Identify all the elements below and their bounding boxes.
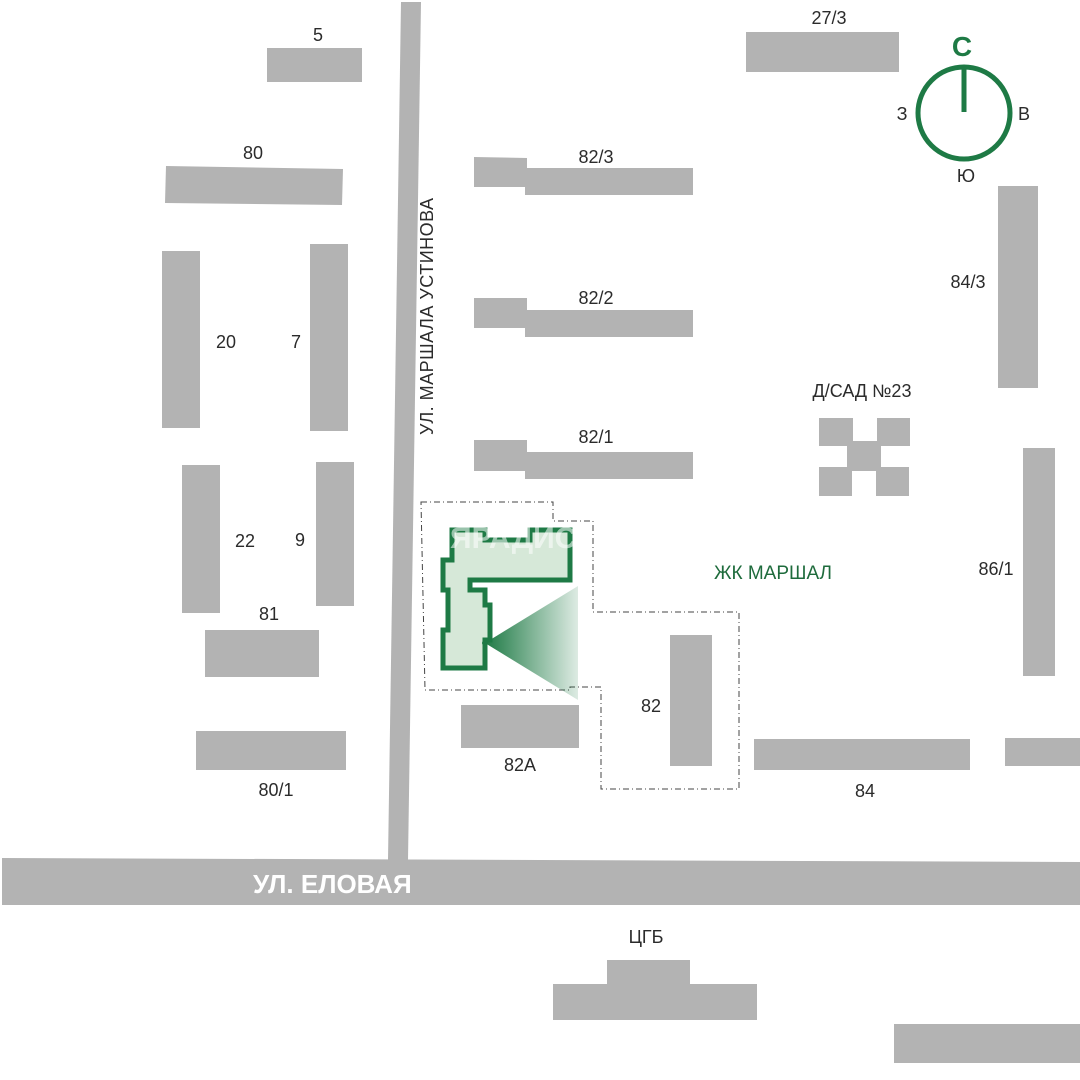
label-80: 80 <box>243 143 263 163</box>
building-82-3 <box>474 157 693 195</box>
label-9: 9 <box>295 530 305 550</box>
label-82-3: 82/3 <box>578 147 613 167</box>
building-82a <box>461 705 579 748</box>
label-82-2: 82/2 <box>578 288 613 308</box>
building-9 <box>316 462 354 606</box>
label-5: 5 <box>313 25 323 45</box>
label-82: 82 <box>641 696 661 716</box>
building-84 <box>754 739 970 770</box>
label-82-1: 82/1 <box>578 427 613 447</box>
building-81 <box>205 630 319 677</box>
building-84-3 <box>998 186 1038 388</box>
building-20 <box>162 251 200 428</box>
building-80 <box>165 166 343 205</box>
label-84-3: 84/3 <box>950 272 985 292</box>
watermark-text: ЯРАДИС <box>450 522 576 555</box>
compass-east: В <box>1018 104 1030 124</box>
view-point <box>482 640 488 646</box>
building-hospital <box>553 960 757 1020</box>
compass-north: С <box>952 31 972 62</box>
label-81: 81 <box>259 604 279 624</box>
label-86-1: 86/1 <box>978 559 1013 579</box>
label-kindergarten: Д/САД №23 <box>813 381 912 401</box>
building-5 <box>267 48 362 82</box>
label-7: 7 <box>291 332 301 352</box>
project-name: ЖК МАРШАЛ <box>714 563 832 584</box>
label-80-1: 80/1 <box>258 780 293 800</box>
building-82 <box>670 635 712 766</box>
building-kindergarten <box>819 418 910 496</box>
compass: С В Ю З <box>897 31 1030 186</box>
compass-west: З <box>897 104 908 124</box>
compass-south: Ю <box>957 166 975 186</box>
road-elovaya <box>2 858 1080 905</box>
label-84: 84 <box>855 781 875 801</box>
building-southeast <box>894 1024 1080 1063</box>
road-label-ustinova: УЛ. МАРШАЛА УСТИНОВА <box>417 197 437 435</box>
road-label-elovaya: УЛ. ЕЛОВАЯ <box>253 869 412 899</box>
label-22: 22 <box>235 531 255 551</box>
label-hospital: ЦГБ <box>629 927 664 947</box>
building-82-1 <box>474 440 693 479</box>
building-84-east <box>1005 738 1080 766</box>
label-27-3: 27/3 <box>811 8 846 28</box>
project-building <box>440 527 573 671</box>
compass-ring <box>915 64 1013 162</box>
road-ustinova <box>388 2 421 860</box>
building-86-1 <box>1023 448 1055 676</box>
building-7 <box>310 244 348 431</box>
building-80-1 <box>196 731 346 770</box>
view-cone <box>485 586 578 700</box>
building-82-2 <box>474 298 693 337</box>
building-22 <box>182 465 220 613</box>
label-82a: 82А <box>504 755 536 775</box>
building-27-3 <box>746 32 899 72</box>
label-20: 20 <box>216 332 236 352</box>
